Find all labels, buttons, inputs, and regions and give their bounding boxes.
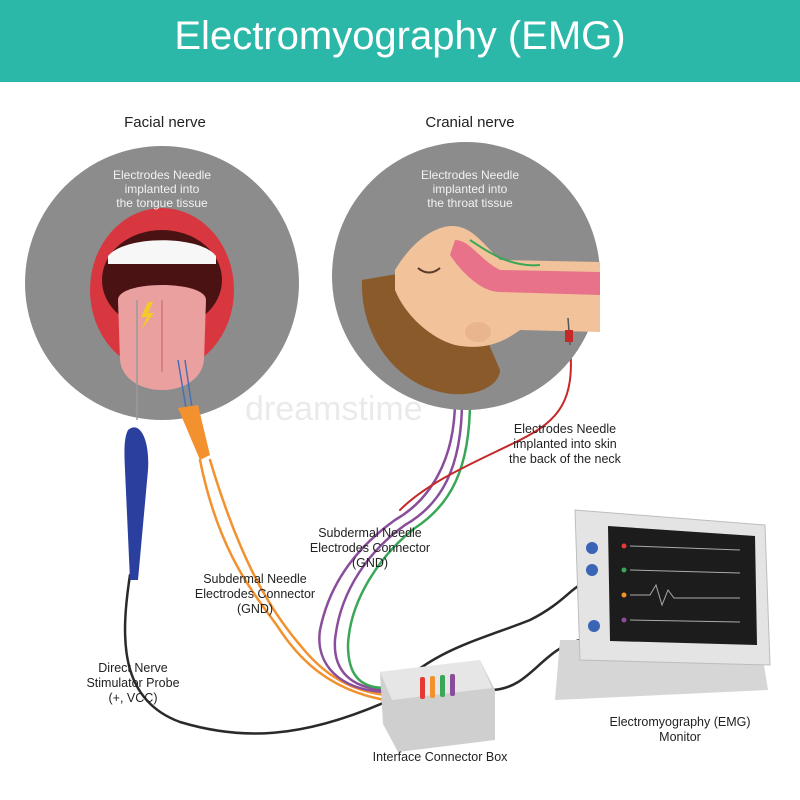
- ear: [465, 322, 491, 342]
- throat-caption-line-1: Electrodes Needle: [390, 168, 550, 182]
- connector-upper-line-3: (GND): [300, 556, 440, 571]
- neck-needle-hub: [565, 330, 573, 342]
- tongue-needle-caption: Electrodes Needle implanted into the ton…: [82, 168, 242, 210]
- throat-needle-caption: Electrodes Needle implanted into the thr…: [390, 168, 550, 210]
- connector-lower-line-2: Electrodes Connector: [185, 587, 325, 602]
- probe-handle: [124, 427, 148, 580]
- skin-needle-label: Electrodes Needle implanted into skin th…: [490, 422, 640, 467]
- emg-monitor: [555, 510, 770, 700]
- connector-upper-label: Subdermal Needle Electrodes Connector (G…: [300, 526, 440, 571]
- probe-label: Direct Nerve Stimulator Probe (+, VCC): [68, 661, 198, 706]
- monitor-knob-3: [588, 620, 600, 632]
- monitor-label: Electromyography (EMG) Monitor: [595, 715, 765, 745]
- connector-upper-line-1: Subdermal Needle: [300, 526, 440, 541]
- box-led-green: [440, 675, 445, 697]
- watermark-text: dreamstime: [245, 390, 423, 428]
- tongue-caption-line-2: implanted into: [82, 182, 242, 196]
- trace-dot-orange: [622, 593, 627, 598]
- throat-caption-line-2: implanted into: [390, 182, 550, 196]
- orange-connector: [178, 405, 210, 460]
- facial-nerve-heading: Facial nerve: [80, 115, 250, 130]
- connector-upper-line-2: Electrodes Connector: [300, 541, 440, 556]
- tongue-caption-line-1: Electrodes Needle: [82, 168, 242, 182]
- skin-needle-line-1: Electrodes Needle: [490, 422, 640, 437]
- monitor-knob-2: [586, 564, 598, 576]
- monitor-line-2: Monitor: [595, 730, 765, 745]
- trace-dot-green: [622, 568, 627, 573]
- trace-dot-red: [622, 544, 627, 549]
- connector-lower-line-1: Subdermal Needle: [185, 572, 325, 587]
- tongue-caption-line-3: the tongue tissue: [82, 196, 242, 210]
- connector-lower-line-3: (GND): [185, 602, 325, 617]
- connector-lower-label: Subdermal Needle Electrodes Connector (G…: [185, 572, 325, 617]
- box-led-orange: [430, 676, 435, 698]
- box-led-purple: [450, 674, 455, 696]
- trace-dot-purple: [622, 618, 627, 623]
- box-label: Interface Connector Box: [355, 750, 525, 765]
- cranial-nerve-heading: Cranial nerve: [385, 115, 555, 130]
- probe-line-2: Stimulator Probe: [68, 676, 198, 691]
- probe-line-3: (+, VCC): [68, 691, 198, 706]
- interface-connector-box: [380, 660, 495, 752]
- throat-caption-line-3: the throat tissue: [390, 196, 550, 210]
- skin-needle-line-2: implanted into skin: [490, 437, 640, 452]
- skin-needle-line-3: the back of the neck: [490, 452, 640, 467]
- monitor-knob-1: [586, 542, 598, 554]
- monitor-screen: [608, 526, 757, 645]
- monitor-line-1: Electromyography (EMG): [595, 715, 765, 730]
- probe-line-1: Direct Nerve: [68, 661, 198, 676]
- box-led-red: [420, 677, 425, 699]
